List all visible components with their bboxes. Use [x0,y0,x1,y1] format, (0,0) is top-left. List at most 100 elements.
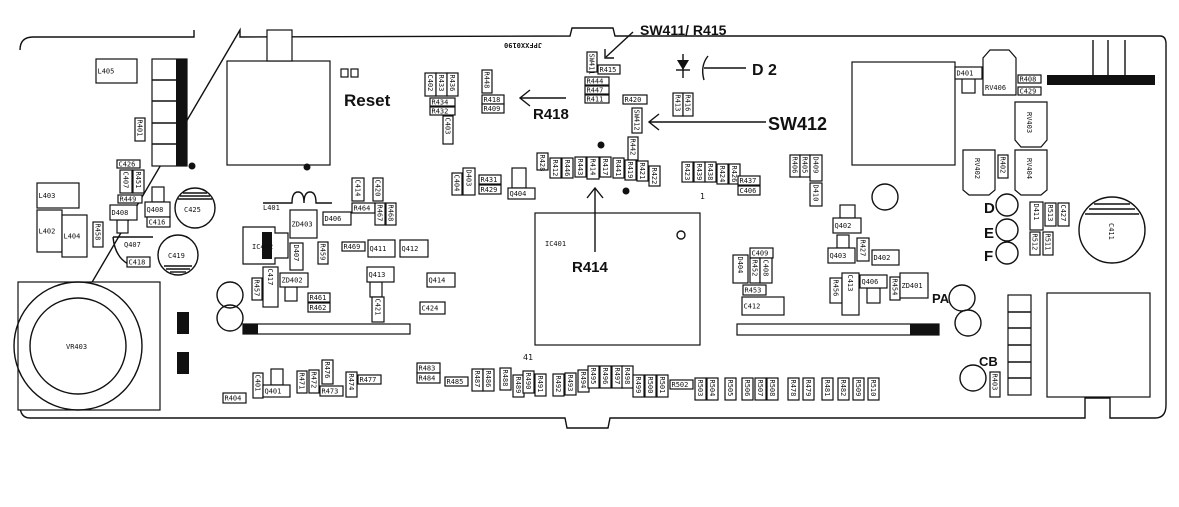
component-ref-label: C406 [740,187,757,195]
header-pins [1092,40,1126,75]
component-footprint [954,66,983,80]
component-zd401: ZD401 [899,272,929,299]
component-ref-label: R405 [801,157,809,174]
component-r456: R456 [829,277,843,304]
component-ref-label: L404 [64,233,81,241]
component-r428: R428 [536,152,549,171]
test-point-e[interactable] [995,218,1019,242]
component-footprint [478,184,502,195]
component-ref-label: R499 [634,377,642,394]
rv404-trimpot [1014,149,1048,196]
component-ref-label: R442 [629,139,637,156]
component-ref-label: D402 [874,254,891,262]
component-footprint [307,302,331,313]
component-ref-label: C401 [254,375,262,392]
component-ref-label: R476 [323,362,331,379]
component-ref-label: R459 [319,244,327,261]
component-r481: R481 [821,377,834,401]
component-footprint [351,177,365,202]
component-ref-label: R453 [745,287,762,295]
component-footprint [574,156,587,178]
component-ref-label: SW412 [633,110,641,131]
component-footprint [222,392,247,404]
component-ref-label: ZD403 [292,221,313,229]
test-point-cb[interactable] [959,364,987,392]
callout-sw412: SW412 [647,113,827,134]
component-r464: R464 [351,202,376,214]
component-r443: R443 [574,156,587,178]
component-r501: R501 [656,374,669,398]
reset-pad [350,68,359,78]
test-point-d[interactable] [995,193,1019,217]
component-q408: Q408 [144,201,171,218]
component-footprint [61,214,88,258]
test-point-cb-label: CB [979,354,998,369]
component-footprint [728,163,741,185]
component-footprint [821,377,834,401]
component-r438: R438 [704,161,717,183]
component-footprint [832,217,862,234]
test-point-pa-2[interactable] [954,309,982,337]
test-point-pa[interactable] [948,284,976,312]
component-r512: R512 [1029,231,1041,256]
component-ref-label: R508 [768,380,776,397]
component-r487: R487 [471,368,484,392]
component-ref-label: R447 [587,87,604,95]
component-ref-label: R511 [1044,234,1052,251]
component-q411: Q411 [367,239,396,258]
component-footprint [636,160,649,182]
component-r478: R478 [787,377,800,401]
component-r434: R434 [429,97,456,107]
component-r502: R502 [669,379,694,390]
board-outline [19,27,1167,429]
transformer-right [851,61,956,166]
component-ref-label: D401 [957,70,974,78]
component-ref-label: R494 [579,372,587,389]
component-footprint [694,377,707,401]
q407-label: Q407 [124,241,141,249]
component-ref-label: R419 [626,162,634,179]
component-ref-label: R486 [484,371,492,388]
component-r511: R511 [1042,231,1054,256]
tab [116,219,129,234]
component-r471: R471 [296,370,308,394]
component-r439: R439 [693,161,706,183]
rv404-label: RV404 [1025,158,1033,179]
component-ref-label: R402 [999,157,1007,174]
component-footprint [561,157,574,179]
component-ref-label: L405 [98,68,115,76]
component-ref-label: C417 [266,269,274,286]
component-r485: R485 [444,376,469,387]
component-footprint [899,272,929,299]
component-c420: C420 [372,177,384,202]
component-ref-label: R412 [551,160,559,177]
test-point-f[interactable] [995,241,1019,265]
component-ref-label: D404 [736,257,744,274]
rv406-trimpot [982,49,1017,96]
component-r427: R427 [856,237,870,262]
component-ref-label: R423 [683,164,691,181]
component-ref-label: D410 [812,185,820,202]
component-footprint [597,64,621,75]
component-r484: R484 [416,372,441,384]
component-ref-label: R408 [1020,76,1037,84]
tab [151,186,165,203]
component-c414: C414 [351,177,365,202]
component-ref-label: C403 [444,118,452,135]
component-r421: R421 [636,160,649,182]
pin-1-label: 1 [700,192,705,201]
coil-ring [216,304,244,332]
component-r504: R504 [706,377,719,401]
svg-text:SW411/ R415: SW411/ R415 [640,22,727,38]
component-ref-label: C407 [122,172,130,189]
component-footprint [1017,74,1042,84]
connector-left-strip [176,59,187,166]
component-footprint [462,167,476,196]
component-ref-label: R452 [751,260,759,277]
component-r429: R429 [478,184,502,195]
component-r513: R513 [1044,202,1057,227]
c419-capacitor [157,234,199,276]
connector-strip-left-end [243,324,258,334]
component-r420: R420 [622,94,648,105]
component-footprint [1017,86,1042,96]
